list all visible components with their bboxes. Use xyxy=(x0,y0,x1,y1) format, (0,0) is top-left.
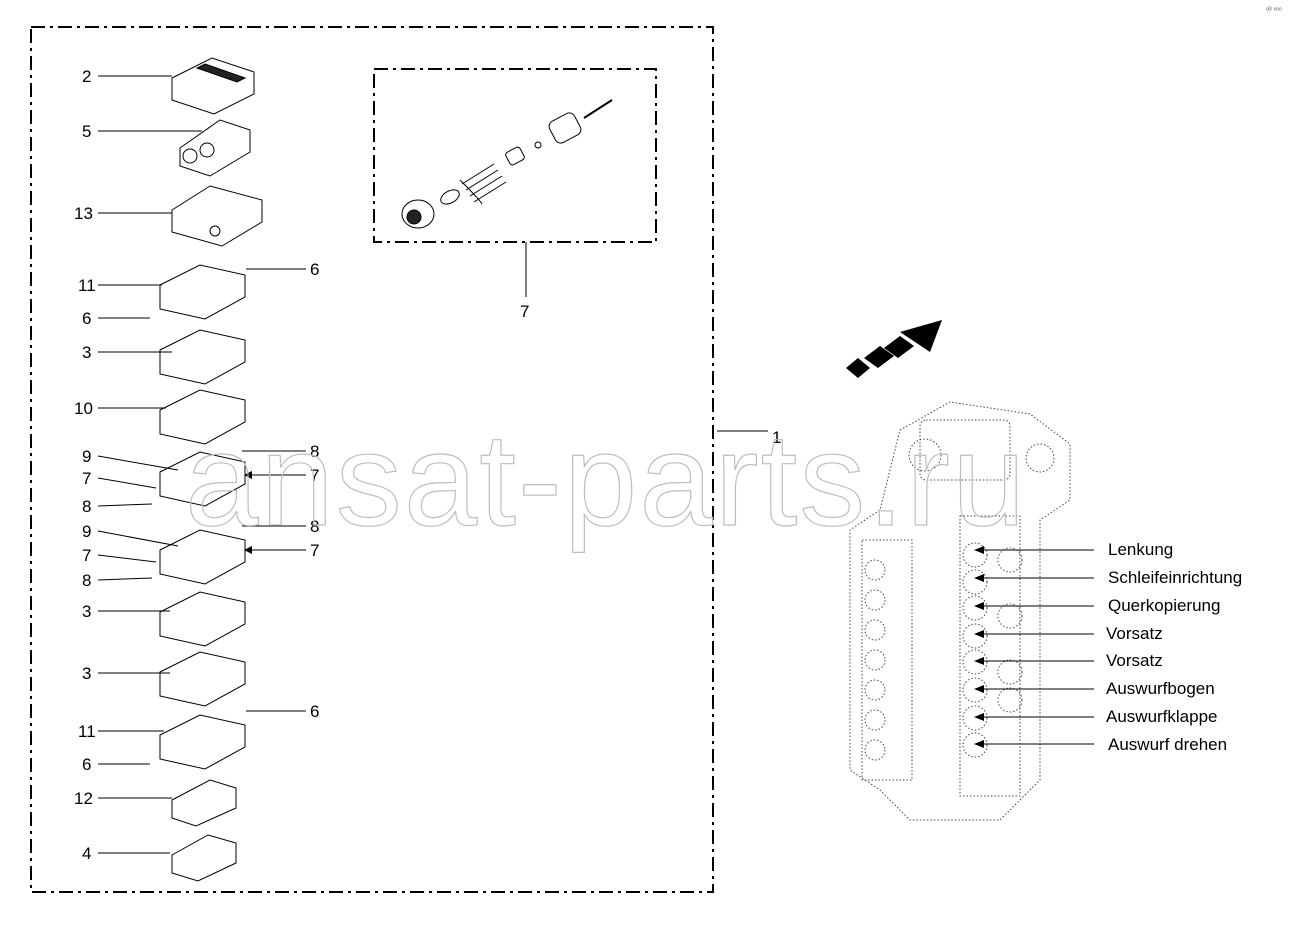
callout: 4 xyxy=(82,844,91,863)
callout: 7 xyxy=(310,466,319,485)
right-callouts: 6 8 7 8 7 6 xyxy=(310,260,319,721)
callout: 10 xyxy=(74,399,93,418)
callout: 12 xyxy=(74,789,93,808)
callout: 3 xyxy=(82,664,91,683)
left-leaders xyxy=(97,75,202,854)
callout: 8 xyxy=(82,571,91,590)
callout: 13 xyxy=(74,204,93,223)
function-label: Vorsatz xyxy=(1106,651,1163,670)
assembly-label: 1 xyxy=(772,428,781,447)
callout: 9 xyxy=(82,447,91,466)
left-callouts: 2 5 13 11 6 3 10 9 7 8 9 7 8 3 3 11 6 12… xyxy=(74,67,96,863)
function-label: Lenkung xyxy=(1108,540,1173,559)
callout: 3 xyxy=(82,602,91,621)
callout: 7 xyxy=(310,541,319,560)
callout: 9 xyxy=(82,522,91,541)
valve-block-assembly xyxy=(849,401,1071,821)
exploded-view-frame xyxy=(30,26,714,893)
detail-label: 7 xyxy=(520,302,529,321)
callout: 8 xyxy=(82,497,91,516)
watermark: ansat-parts.ru xyxy=(185,406,1027,553)
function-label: Schleifeinrichtung xyxy=(1108,568,1242,587)
function-label: Auswurfklappe xyxy=(1106,707,1218,726)
function-leaders xyxy=(974,546,1094,748)
callout: 6 xyxy=(310,702,319,721)
corner-mark: ᵒᴰ ᵒᵒᵒ xyxy=(1266,7,1282,14)
callout: 6 xyxy=(82,309,91,328)
callout: 11 xyxy=(78,276,96,295)
direction-arrow-icon xyxy=(846,320,942,378)
callout: 8 xyxy=(310,442,319,461)
callout: 8 xyxy=(310,517,319,536)
callout: 5 xyxy=(82,122,91,141)
function-label: Vorsatz xyxy=(1106,624,1163,643)
right-leaders xyxy=(242,268,306,712)
function-label: Auswurfbogen xyxy=(1106,679,1215,698)
function-label: Querkopierung xyxy=(1108,596,1220,615)
callout: 7 xyxy=(82,546,91,565)
callout: 7 xyxy=(82,469,91,488)
callout: 3 xyxy=(82,343,91,362)
callout: 11 xyxy=(78,722,96,741)
spool-parts xyxy=(401,99,613,229)
spool-detail-frame xyxy=(373,68,657,243)
valve-sections xyxy=(159,57,263,882)
callout: 6 xyxy=(82,755,91,774)
callout: 6 xyxy=(310,260,319,279)
callout: 2 xyxy=(82,67,91,86)
function-labels: Lenkung Schleifeinrichtung Querkopierung… xyxy=(1106,540,1242,754)
function-label: Auswurf drehen xyxy=(1108,735,1227,754)
